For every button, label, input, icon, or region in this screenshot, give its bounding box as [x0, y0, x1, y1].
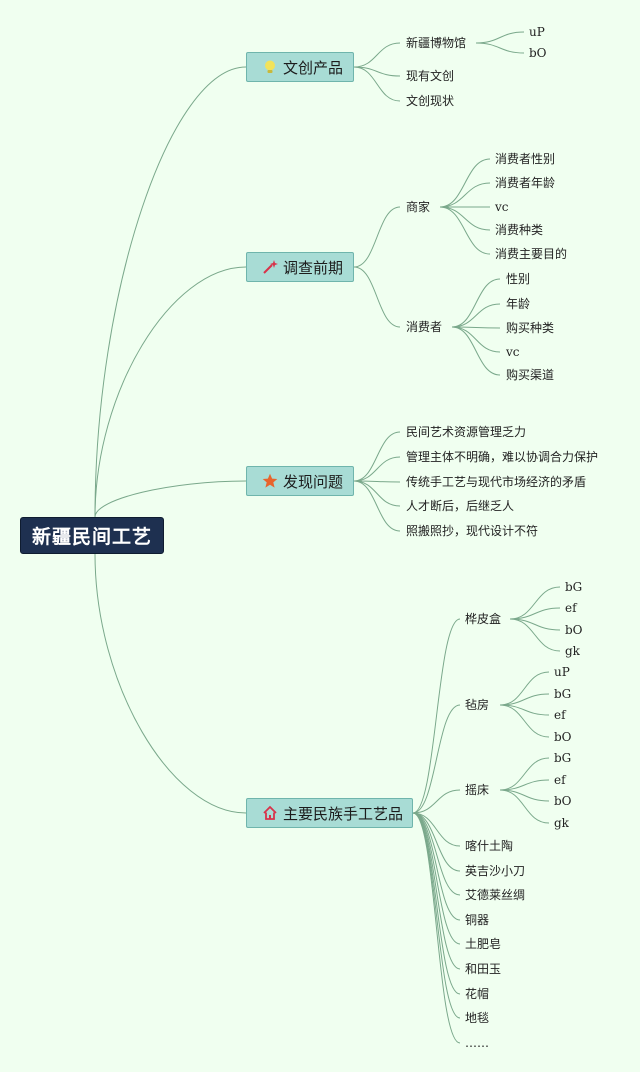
- lightbulb-icon: [261, 58, 279, 76]
- connector-line: [451, 326, 501, 376]
- connector-line: [499, 789, 550, 824]
- house-icon: [261, 804, 279, 822]
- node-leaf[interactable]: 性别: [506, 272, 531, 286]
- connector-line: [412, 812, 461, 970]
- connector-line: [353, 206, 401, 268]
- node-xinjiang-museum[interactable]: 新疆博物馆: [406, 36, 467, 50]
- node-leaf[interactable]: gk: [565, 644, 580, 658]
- connector-line: [509, 607, 561, 620]
- connector-line: [499, 704, 550, 738]
- connector-line: [353, 266, 401, 328]
- connector-line: [439, 206, 491, 231]
- connector-line: [451, 278, 501, 328]
- node-craft[interactable]: 地毯: [465, 1011, 490, 1025]
- branch-node-early-survey[interactable]: 调查前期: [246, 252, 354, 282]
- node-leaf[interactable]: bG: [554, 687, 572, 701]
- node-craft[interactable]: 艾德莱丝绸: [465, 888, 526, 902]
- branch-label: 调查前期: [283, 258, 344, 277]
- connector-line: [439, 206, 491, 255]
- node-leaf[interactable]: ef: [554, 773, 566, 787]
- connector-line: [353, 456, 401, 482]
- connector-line: [412, 618, 461, 814]
- node-current-status[interactable]: 文创现状: [406, 94, 455, 108]
- node-existing-products[interactable]: 现有文创: [406, 69, 455, 83]
- node-craft-more[interactable]: ……: [465, 1036, 489, 1050]
- connector-line: [353, 42, 401, 68]
- root-connector-line: [94, 480, 247, 518]
- root-connector-line: [94, 66, 247, 518]
- node-craft[interactable]: 花帽: [465, 987, 490, 1001]
- connector-line: [353, 480, 401, 507]
- node-problem[interactable]: 传统手工艺与现代市场经济的矛盾: [406, 475, 587, 489]
- node-leaf[interactable]: 年龄: [506, 297, 531, 311]
- root-connector-line: [94, 553, 247, 814]
- node-leaf[interactable]: bO: [554, 794, 572, 808]
- node-consumer[interactable]: 消费者: [406, 320, 443, 334]
- node-yurt[interactable]: 毡房: [465, 698, 490, 712]
- node-craft[interactable]: 铜器: [465, 913, 490, 927]
- root-node-label: 新疆民间工艺: [31, 526, 152, 548]
- connector-line: [412, 812, 461, 1044]
- node-cradle[interactable]: 摇床: [465, 783, 490, 797]
- connector-line: [439, 158, 491, 208]
- connector-line: [412, 812, 461, 896]
- connector-line: [412, 789, 461, 814]
- node-leaf[interactable]: gk: [554, 816, 569, 830]
- root-connector-line: [94, 266, 247, 518]
- connector-line: [475, 31, 525, 44]
- connector-line: [509, 618, 561, 652]
- magic-wand-icon: [261, 258, 279, 276]
- node-leaf[interactable]: vc: [495, 200, 509, 214]
- node-leaf[interactable]: 消费主要目的: [495, 247, 568, 261]
- node-leaf[interactable]: ef: [554, 708, 566, 722]
- branch-node-cultural-products[interactable]: 文创产品: [246, 52, 354, 82]
- node-leaf[interactable]: bG: [554, 751, 572, 765]
- root-node[interactable]: 新疆民间工艺: [20, 517, 164, 554]
- node-birch-box[interactable]: 桦皮盒: [465, 612, 502, 626]
- node-leaf[interactable]: 消费者性别: [495, 152, 556, 166]
- node-problem[interactable]: 管理主体不明确，难以协调合力保护: [406, 450, 599, 464]
- connector-line: [451, 303, 501, 328]
- connector-line: [353, 66, 401, 102]
- node-craft[interactable]: 和田玉: [465, 962, 502, 976]
- node-leaf[interactable]: bG: [565, 580, 583, 594]
- node-craft[interactable]: 喀什土陶: [465, 839, 514, 853]
- connector-line: [499, 757, 550, 791]
- node-leaf[interactable]: 购买种类: [506, 321, 555, 335]
- branch-node-main-ethnic-crafts[interactable]: 主要民族手工艺品: [246, 798, 413, 828]
- connector-line: [499, 693, 550, 706]
- branch-node-problems-found[interactable]: 发现问题: [246, 466, 354, 496]
- node-leaf[interactable]: bO: [529, 46, 547, 60]
- connector-line: [412, 812, 461, 995]
- star-icon: [261, 472, 279, 490]
- node-merchant[interactable]: 商家: [406, 200, 431, 214]
- node-leaf[interactable]: 消费种类: [495, 223, 544, 237]
- node-problem[interactable]: 照搬照抄，现代设计不符: [406, 524, 539, 538]
- branch-label: 发现问题: [283, 472, 344, 491]
- node-craft[interactable]: 土肥皂: [465, 937, 502, 951]
- node-leaf[interactable]: uP: [554, 665, 570, 679]
- connector-line: [439, 182, 491, 208]
- node-leaf[interactable]: bO: [554, 730, 572, 744]
- connector-line: [475, 42, 525, 54]
- connector-line: [451, 326, 501, 353]
- node-leaf[interactable]: uP: [529, 25, 545, 39]
- branch-label: 主要民族手工艺品: [283, 804, 404, 823]
- node-leaf[interactable]: 消费者年龄: [495, 176, 556, 190]
- node-problem[interactable]: 民间艺术资源管理乏力: [406, 425, 527, 439]
- node-leaf[interactable]: vc: [506, 345, 520, 359]
- node-leaf[interactable]: ef: [565, 601, 577, 615]
- branch-label: 文创产品: [283, 58, 344, 77]
- node-leaf[interactable]: bO: [565, 623, 583, 637]
- node-leaf[interactable]: 购买渠道: [506, 368, 555, 382]
- connector-line: [353, 480, 401, 532]
- connector-line: [509, 586, 561, 620]
- connector-line: [412, 704, 461, 814]
- connector-line: [499, 671, 550, 706]
- node-craft[interactable]: 英吉沙小刀: [465, 864, 526, 878]
- node-problem[interactable]: 人才断后，后继乏人: [406, 499, 515, 513]
- connector-line: [353, 431, 401, 482]
